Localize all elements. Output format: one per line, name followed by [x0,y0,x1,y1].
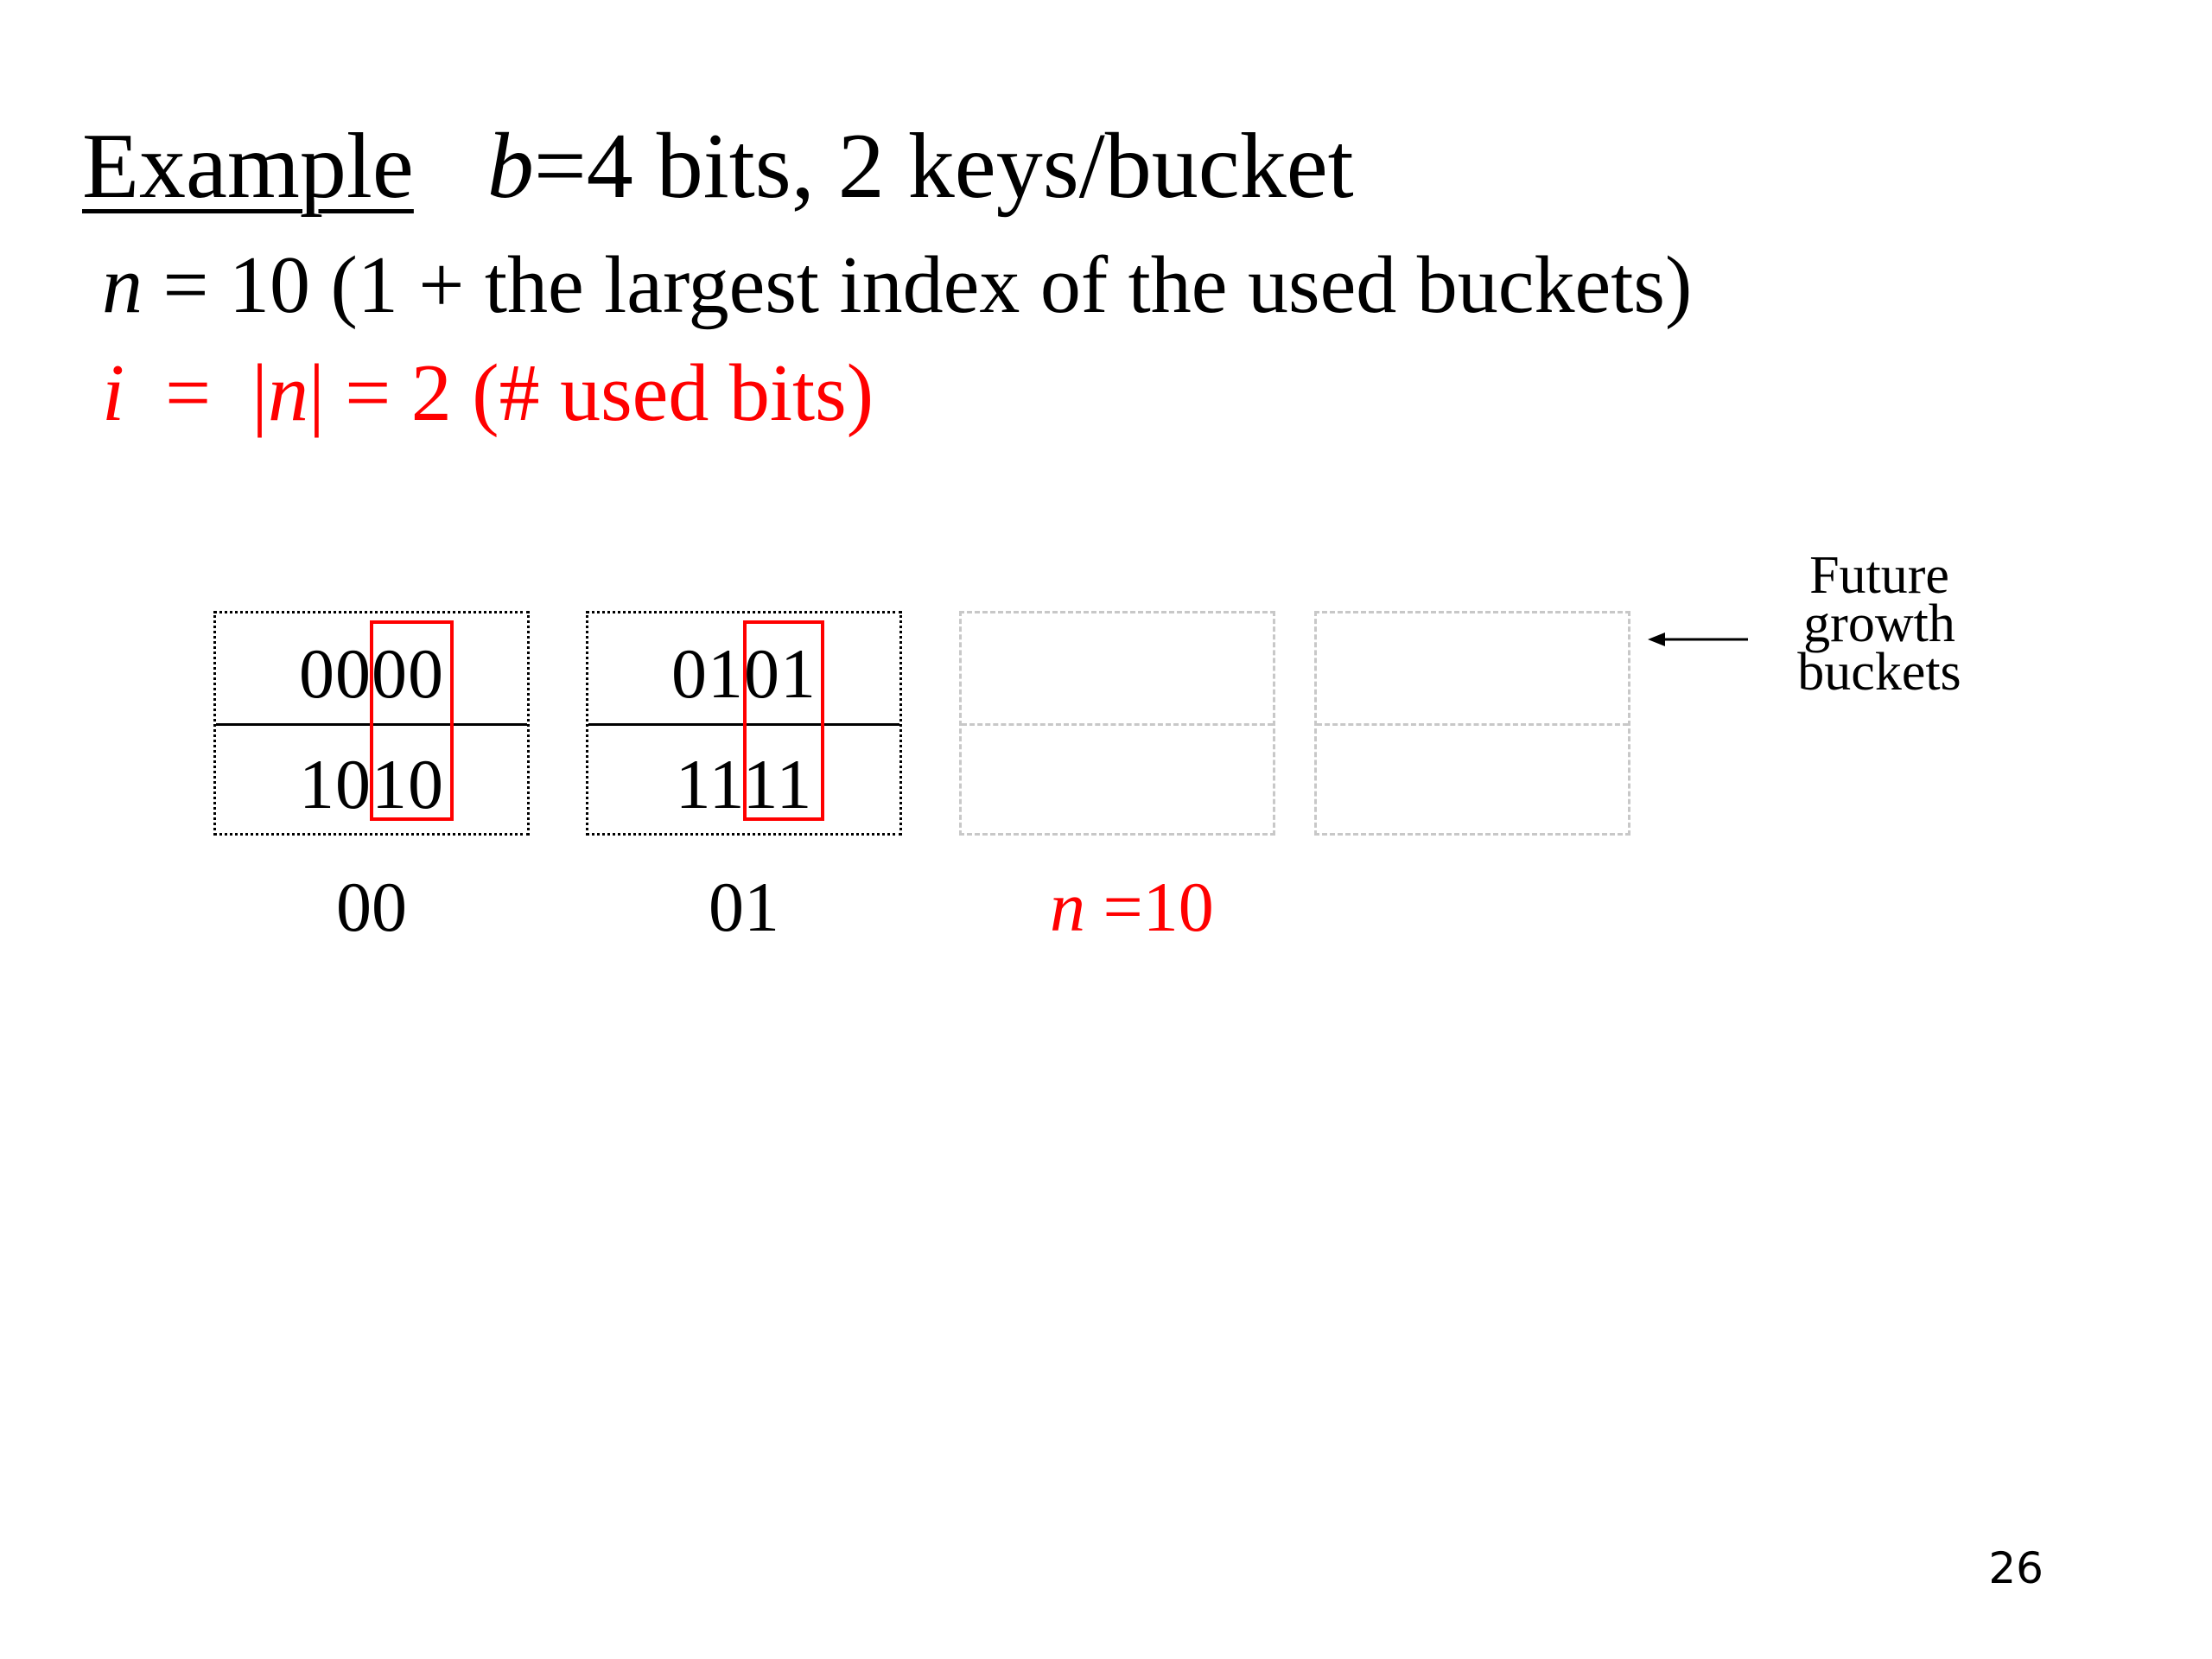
bucket-divider [962,723,1273,726]
bucket-label: 01 [709,868,779,946]
bucket-label: 00 [336,868,407,946]
future-bucket [959,611,1275,836]
title-example: Example [82,115,414,218]
def-i-n-var: n [267,348,308,438]
def-i-text: | = 2 (# used bits) [308,348,874,438]
def-i-eq: = | [124,348,268,438]
used-bits-highlight [743,620,824,821]
n-marker: n =10 [959,864,1395,950]
future-growth-label: Future growth buckets [1797,546,1961,702]
slide-title: Example b=4 bits, 2 keys/bucket [82,111,1354,223]
title-var-b: b [486,115,534,218]
future-bucket [1314,611,1630,836]
definition-n: n = 10 (1 + the largest index of the use… [102,233,1692,337]
definition-i: i = |n| = 2 (# used bits) [102,341,874,445]
def-n-var: n [102,240,143,330]
page-number: 26 [1988,1543,2044,1593]
def-n-text: = 10 (1 + the largest index of the used … [143,240,1693,330]
n-marker-var: n [1050,868,1085,946]
left-arrow-icon [1648,632,1748,646]
bucket-divider [1317,723,1628,726]
def-i-var: i [102,348,125,438]
title-rest: =4 bits, 2 keys/bucket [533,115,1354,218]
used-bits-highlight [370,620,454,821]
n-marker-text: =10 [1085,868,1214,946]
